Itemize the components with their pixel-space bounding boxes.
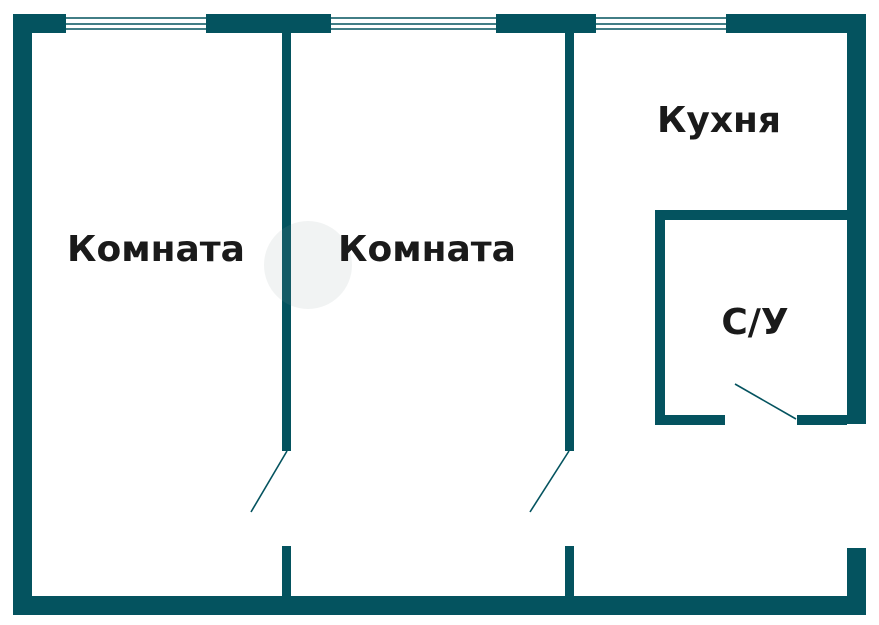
window-kitchen [596, 14, 726, 33]
partition-1-lower [282, 546, 291, 596]
windows [66, 14, 726, 33]
wall-right-lower [847, 548, 866, 615]
bathroom-wall-bottom-right [797, 415, 847, 425]
door-swing-room2 [529, 450, 570, 513]
partition-2-upper [565, 33, 574, 451]
room-label-bathroom: С/У [721, 302, 788, 343]
room-label-room2: Комната [338, 229, 516, 270]
room-label-kitchen: Кухня [657, 100, 781, 141]
door-swing-room1 [250, 450, 288, 513]
wall-right-upper [847, 14, 866, 424]
wall-bottom [13, 596, 866, 615]
door-swings [250, 383, 797, 513]
partition-2-lower [565, 546, 574, 596]
watermark-logo [264, 221, 352, 309]
door-swing-bathroom [734, 383, 797, 420]
bathroom-wall-top [655, 210, 847, 220]
room-label-room1: Комната [67, 229, 245, 270]
partition-1-upper [282, 33, 291, 451]
bathroom-wall-bottom-left [655, 415, 725, 425]
window-room1 [66, 14, 206, 33]
wall-left [13, 14, 32, 615]
bathroom-wall-left [655, 210, 665, 425]
interior-walls [282, 33, 847, 596]
window-room2 [331, 14, 496, 33]
